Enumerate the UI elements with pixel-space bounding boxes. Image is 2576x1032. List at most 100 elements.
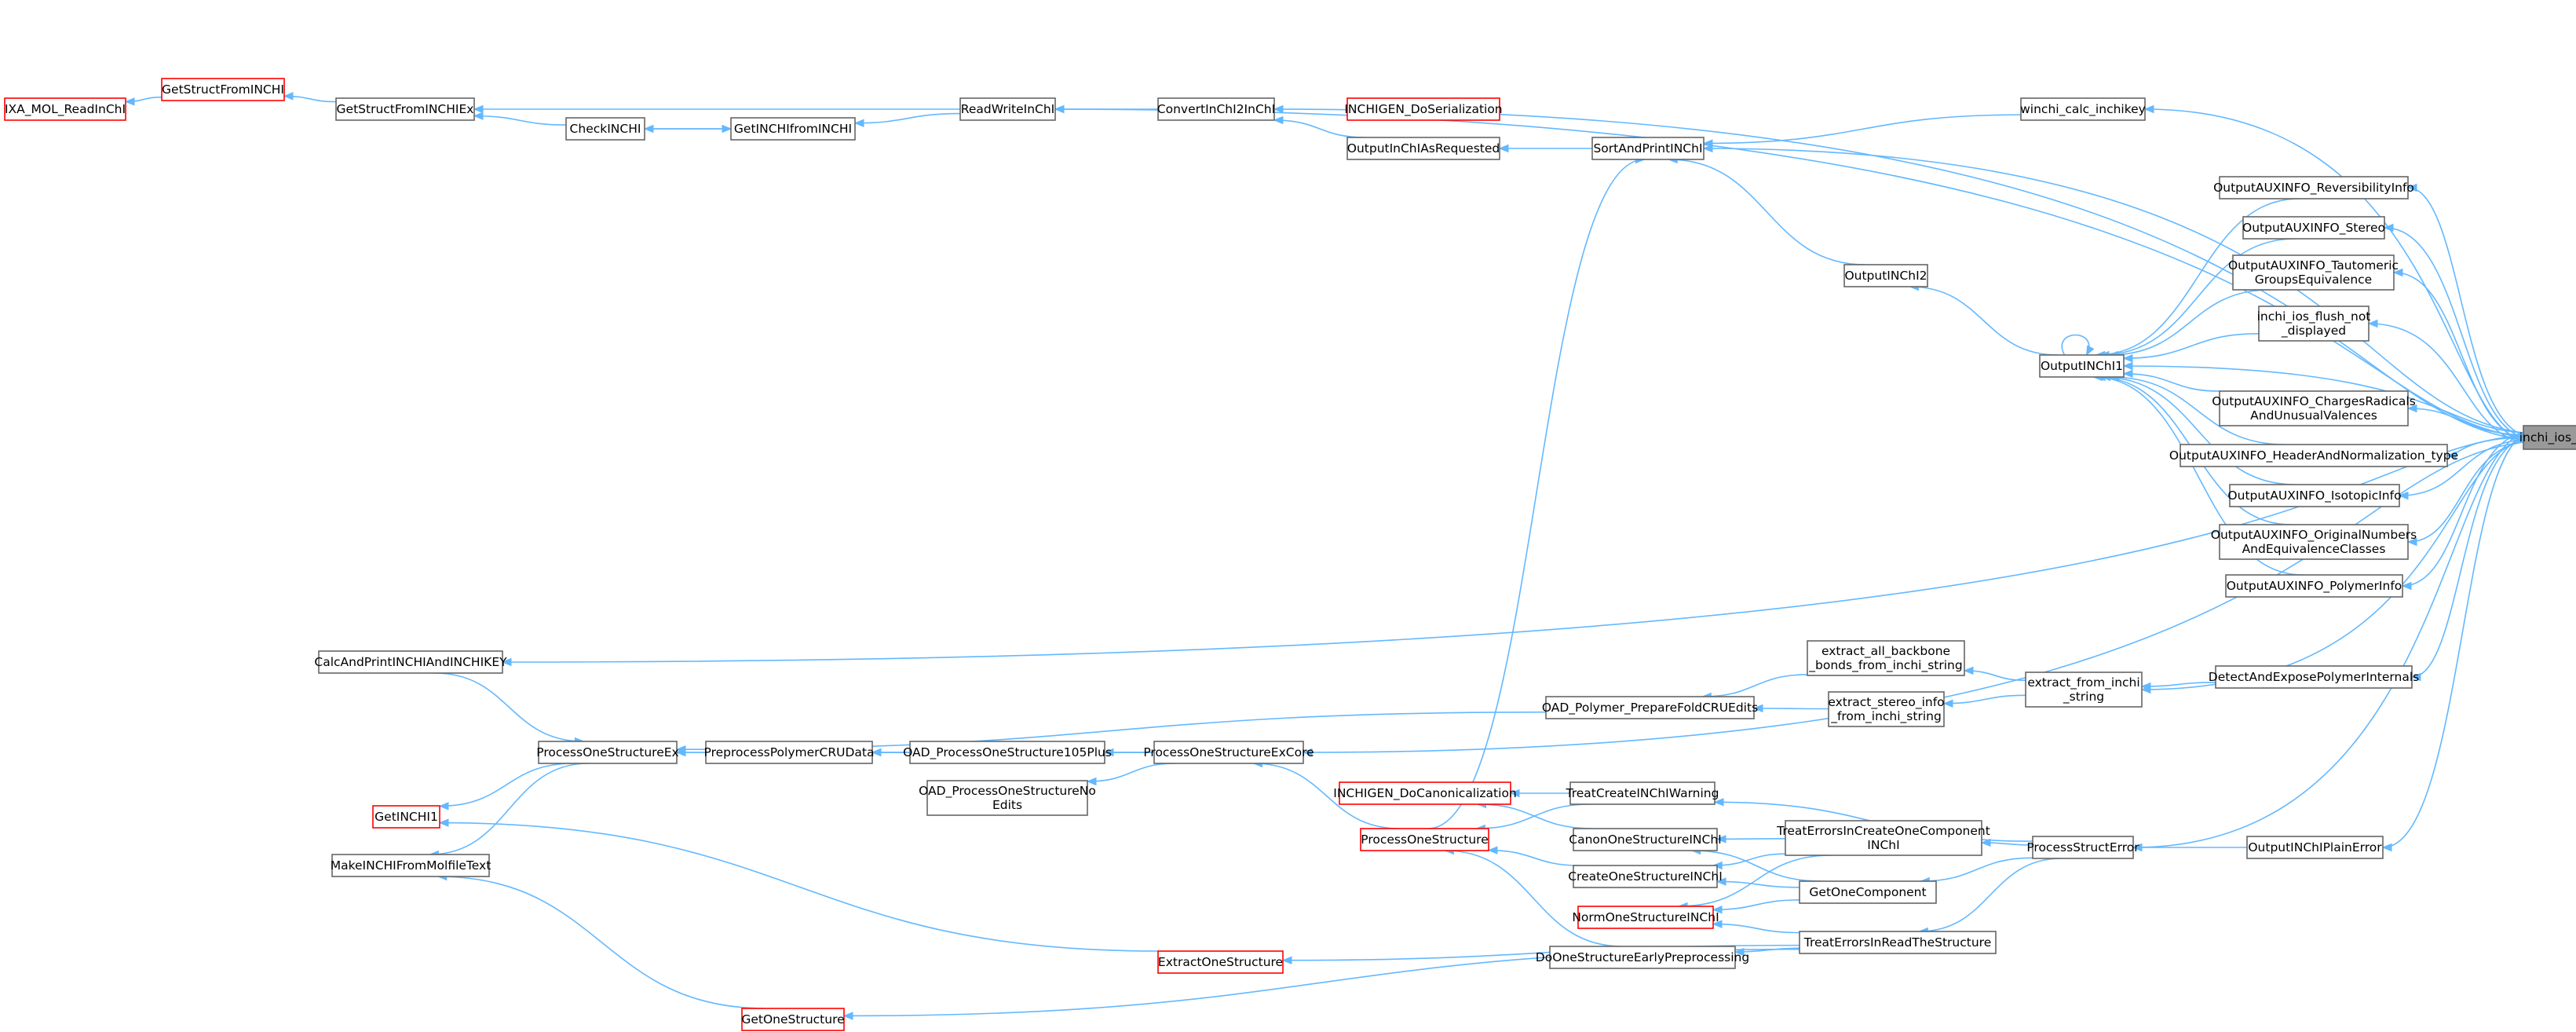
node-box[interactable] <box>1785 820 1982 856</box>
node-ppcru[interactable]: PreprocessPolymerCRUData <box>704 741 875 764</box>
node-box[interactable] <box>926 780 1088 816</box>
node-norm[interactable]: NormOneStructureINChI <box>1572 906 1719 929</box>
node-box[interactable] <box>1549 946 1736 969</box>
node-box[interactable] <box>538 741 678 764</box>
node-box[interactable] <box>2180 444 2448 467</box>
node-rw[interactable]: ReadWriteInChI <box>959 97 1056 121</box>
node-box[interactable] <box>959 97 1056 121</box>
node-calc[interactable]: CalcAndPrintINCHIAndINCHIKEY <box>314 650 507 674</box>
node-canon[interactable]: CanonOneStructureINChI <box>1569 828 1722 851</box>
node-box[interactable] <box>1573 828 1718 851</box>
node-box[interactable] <box>1828 691 1945 727</box>
node-box[interactable] <box>2020 97 2146 121</box>
node-efis[interactable]: extract_from_inchi_string <box>2025 672 2143 708</box>
node-box[interactable] <box>1153 741 1304 764</box>
node-flush[interactable]: inchi_ios_flush_not_displayed <box>2257 306 2371 342</box>
node-box[interactable] <box>1573 865 1718 888</box>
node-box[interactable] <box>372 805 440 829</box>
node-doep[interactable]: DoOneStructureEarlyPreprocessing <box>1536 946 1749 969</box>
node-box[interactable] <box>1799 880 1937 904</box>
node-pse[interactable]: ProcessStructError <box>2026 836 2139 859</box>
node-tciw[interactable]: TreatCreateINChIWarning <box>1566 781 1719 805</box>
node-ios[interactable]: inchi_ios_print <box>2519 425 2576 450</box>
node-box[interactable] <box>161 78 285 101</box>
node-box[interactable] <box>1360 828 1489 851</box>
node-inser[interactable]: INCHIGEN_DoSerialization <box>1344 97 1503 121</box>
node-oad105[interactable]: OAD_ProcessOneStructure105Plus <box>903 741 1112 764</box>
node-box[interactable] <box>2229 484 2400 507</box>
node-box[interactable] <box>2025 672 2143 708</box>
node-box[interactable] <box>2032 836 2134 859</box>
node-box[interactable] <box>4 97 126 121</box>
node-ixa[interactable]: IXA_MOL_ReadInChI <box>4 97 126 121</box>
node-box[interactable] <box>2246 836 2384 859</box>
node-box[interactable] <box>741 1008 845 1031</box>
node-box[interactable] <box>1591 137 1705 160</box>
node-box[interactable] <box>2219 390 2409 426</box>
node-gsfi[interactable]: GetStructFromINCHI <box>161 78 285 101</box>
node-detect[interactable]: DetectAndExposePolymerInternals <box>2209 665 2419 689</box>
node-box[interactable] <box>705 741 873 764</box>
node-box[interactable] <box>1339 781 1511 805</box>
node-orig[interactable]: OutputAUXINFO_OriginalNumbersAndEquivale… <box>2211 524 2417 560</box>
node-box[interactable] <box>331 854 490 877</box>
node-box[interactable] <box>1843 264 1928 287</box>
node-box[interactable] <box>1157 950 1284 974</box>
node-box[interactable] <box>2219 176 2409 199</box>
node-pose[interactable]: ProcessOneStructureEx <box>536 741 679 764</box>
node-posec[interactable]: ProcessOneStructureExCore <box>1143 741 1314 764</box>
node-check[interactable]: CheckINCHI <box>565 117 645 141</box>
node-poly[interactable]: OutputAUXINFO_PolymerInfo <box>2225 574 2403 598</box>
node-box[interactable] <box>1346 137 1500 160</box>
node-make[interactable]: MakeINCHIFromMolfileText <box>331 854 491 877</box>
node-conv[interactable]: ConvertInChI2InChI <box>1157 97 1275 121</box>
node-head[interactable]: OutputAUXINFO_HeaderAndNormalization_typ… <box>2169 444 2458 467</box>
node-charg[interactable]: OutputAUXINFO_ChargesRadicalsAndUnusualV… <box>2212 390 2416 426</box>
node-box[interactable] <box>335 97 475 121</box>
node-box[interactable] <box>1569 781 1716 805</box>
node-ster[interactable]: OutputAUXINFO_Stereo <box>2242 216 2385 240</box>
node-box[interactable] <box>1545 696 1755 719</box>
node-oreq[interactable]: OutputInChIAsRequested <box>1346 137 1500 160</box>
node-sort[interactable]: SortAndPrintINChI <box>1591 137 1705 160</box>
node-box[interactable] <box>1157 97 1275 121</box>
node-box[interactable] <box>1577 906 1714 929</box>
node-getfrom[interactable]: GetINCHIfromINCHI <box>730 117 856 141</box>
node-box[interactable] <box>565 117 645 141</box>
node-extract[interactable]: ExtractOneStructure <box>1157 950 1284 974</box>
node-box[interactable] <box>730 117 856 141</box>
node-goc[interactable]: GetOneComponent <box>1799 880 1937 904</box>
node-oadprep[interactable]: OAD_Polymer_PrepareFoldCRUEdits <box>1542 696 1758 719</box>
node-box[interactable] <box>318 650 503 674</box>
node-eab[interactable]: extract_all_backbone_bonds_from_inchi_st… <box>1807 640 1965 676</box>
node-box[interactable] <box>2242 216 2385 240</box>
node-esi[interactable]: extract_stereo_info_from_inchi_string <box>1828 691 1945 727</box>
node-box[interactable] <box>2225 574 2403 598</box>
node-gos[interactable]: GetOneStructure <box>741 1008 845 1031</box>
node-box[interactable] <box>2039 354 2125 378</box>
node-incan[interactable]: INCHIGEN_DoCanonicalization <box>1333 781 1517 805</box>
node-getinchi1[interactable]: GetINCHI1 <box>372 805 440 829</box>
node-box[interactable] <box>2215 665 2413 689</box>
node-box[interactable] <box>2232 254 2395 291</box>
node-box[interactable] <box>2258 306 2370 342</box>
node-oi2[interactable]: OutputINChI2 <box>1843 264 1928 287</box>
node-oipe[interactable]: OutputINChIPlainError <box>2246 836 2384 859</box>
node-box[interactable] <box>2219 524 2409 560</box>
node-oi1[interactable]: OutputINChI1 <box>2039 354 2125 378</box>
node-box[interactable] <box>1799 931 1997 954</box>
node-box[interactable] <box>909 741 1105 764</box>
node-terts[interactable]: TreatErrorsInReadTheStructure <box>1799 931 1997 954</box>
node-gsfie[interactable]: GetStructFromINCHIEx <box>335 97 475 121</box>
node-winchi[interactable]: winchi_calc_inchikey <box>2020 97 2146 121</box>
node-pos[interactable]: ProcessOneStructure <box>1360 828 1489 851</box>
node-box[interactable] <box>2523 425 2576 450</box>
node-box[interactable] <box>1807 640 1965 676</box>
node-rev[interactable]: OutputAUXINFO_ReversibilityInfo <box>2213 176 2414 199</box>
node-create[interactable]: CreateOneStructureINChI <box>1568 865 1723 888</box>
node-box[interactable] <box>1346 97 1500 121</box>
node-iso[interactable]: OutputAUXINFO_IsotopicInfo <box>2227 484 2402 507</box>
node-taut[interactable]: OutputAUXINFO_TautomericGroupsEquivalenc… <box>2228 254 2399 291</box>
